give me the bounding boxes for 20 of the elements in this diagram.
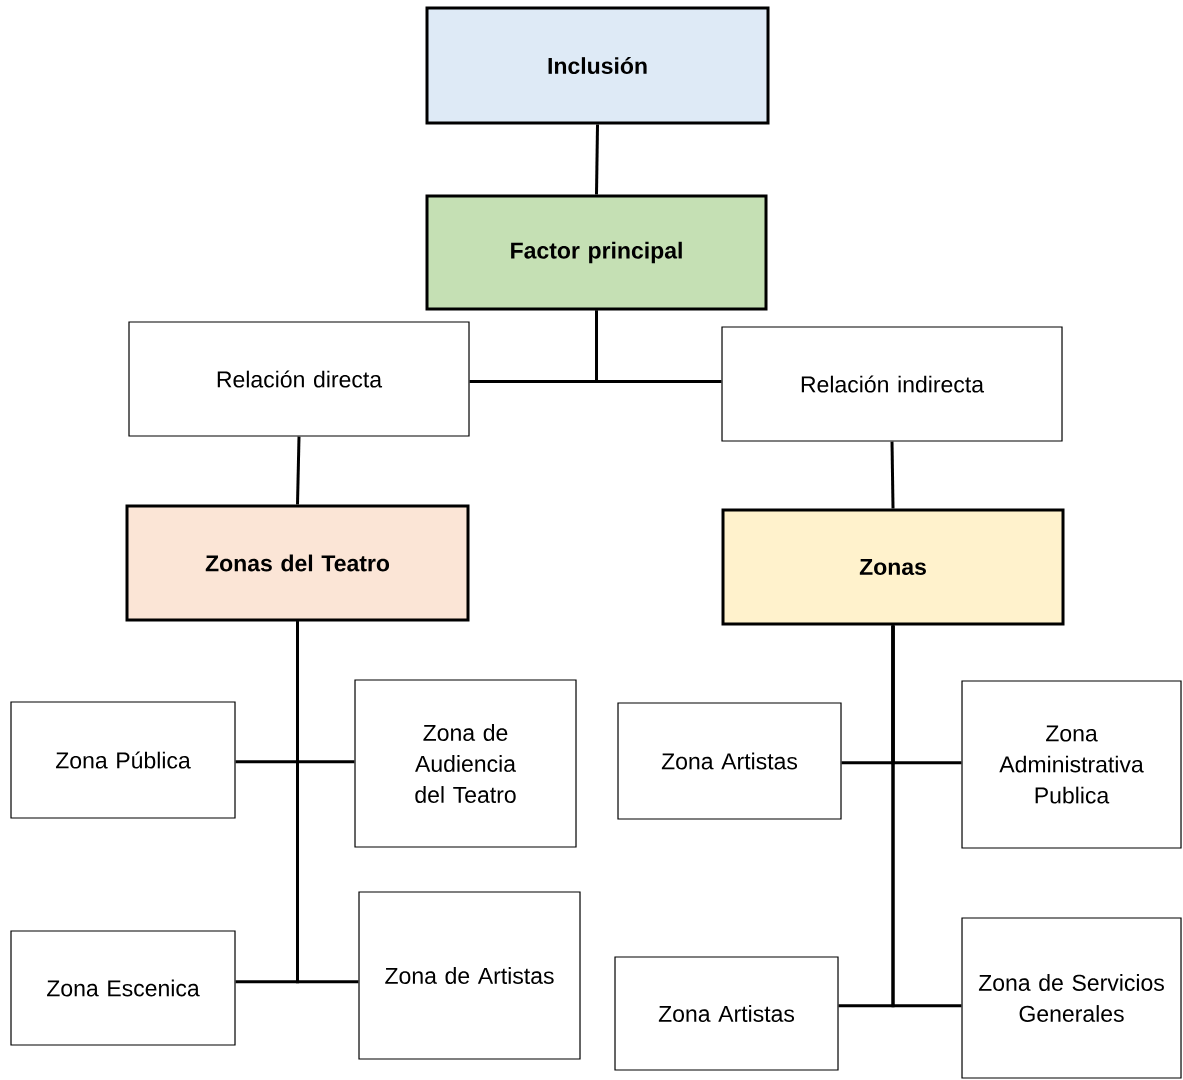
heading-box: Factor principal [425,194,768,311]
heading-box: Zonas [721,508,1065,626]
zone-box: Zona Artistas [614,956,839,1071]
connector-line [595,310,722,383]
heading-box: Zonas del Teatro [125,504,470,622]
zone-box: Zona de Servicios Generales [961,917,1182,1079]
zone-box: Zona de Audiencia del Teatro [354,679,577,848]
connector-line [891,625,962,1008]
zone-box: Relación directa [128,321,470,437]
zone-box: Relación indirecta [721,326,1063,442]
connector-line [296,621,359,984]
connector-line [890,441,895,509]
zone-box: Zona Escenica [10,930,236,1046]
connector-line [595,124,599,195]
heading-box: Inclusión [425,6,770,125]
zone-box: Zona de Artistas [358,891,581,1060]
zone-box: Zona Pública [10,701,236,819]
connector-line [296,436,301,505]
zone-box: Zona Artistas [617,702,842,820]
zone-box: Zona Administrativa Publica [961,680,1182,849]
